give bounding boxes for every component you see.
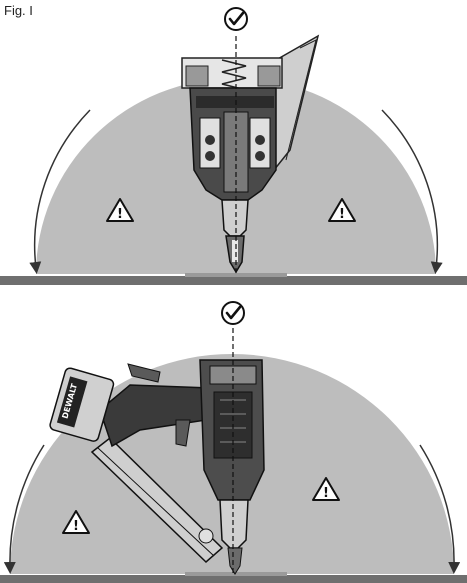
svg-text:!: ! <box>339 207 345 222</box>
zone-arc-left-arrow <box>3 444 45 574</box>
zone-arc-right-arrow <box>381 109 443 274</box>
warning-triangle-icon: ! <box>62 510 90 534</box>
figure-label: Fig. I <box>4 3 33 18</box>
svg-text:!: ! <box>323 486 329 501</box>
nailer-side-illustration: DEWALT <box>49 359 265 575</box>
check-circle-icon <box>224 7 248 31</box>
zone-arc-left-arrow <box>29 109 91 274</box>
work-surface-top <box>0 276 467 285</box>
warning-triangle-icon: ! <box>106 198 134 222</box>
warning-triangle-icon: ! <box>328 198 356 222</box>
warning-triangle-icon: ! <box>312 477 340 501</box>
svg-text:!: ! <box>73 519 79 534</box>
nailer-front-illustration <box>181 34 320 274</box>
front-view-panel: ! ! <box>0 7 467 285</box>
zone-arc-right-arrow <box>419 444 461 574</box>
check-circle-icon <box>221 301 245 325</box>
work-surface-bottom <box>0 575 467 583</box>
svg-text:!: ! <box>117 207 123 222</box>
side-view-panel: DEWALT ! <box>0 301 467 583</box>
